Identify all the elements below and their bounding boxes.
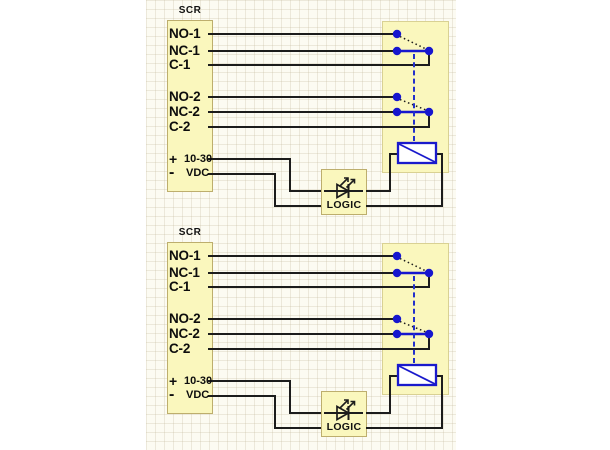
relay-module-1: SCR	[167, 5, 449, 215]
terminal-label-nc2: NC-2	[169, 326, 200, 341]
terminal-label-c1: C-1	[169, 57, 191, 72]
logic-box-label: LOGIC	[326, 199, 362, 211]
relay-contact-box	[382, 243, 449, 395]
terminal-label-c1: C-1	[169, 279, 191, 294]
relay-module-2: SCR	[0, 222, 610, 450]
wiring-layer	[208, 29, 443, 207]
wire-minus-supply	[208, 395, 321, 429]
wire-plus-supply	[208, 158, 321, 192]
terminal-label-no2: NO-2	[169, 311, 201, 326]
wiring-layer	[208, 251, 443, 429]
supply-voltage-label: 10-30	[184, 153, 213, 165]
supply-unit-label: VDC	[186, 167, 210, 179]
logic-box-label: LOGIC	[326, 421, 362, 433]
terminal-label-no1: NO-1	[169, 26, 201, 41]
terminal-label-nc2: NC-2	[169, 104, 200, 119]
terminal-label-nc1: NC-1	[169, 43, 200, 58]
minus-terminal-sign: -	[169, 164, 175, 181]
plus-terminal-sign: +	[169, 373, 178, 389]
scr-module-title: SCR	[178, 227, 202, 238]
scr-module-title: SCR	[178, 5, 202, 16]
terminal-label-nc1: NC-1	[169, 265, 200, 280]
wire-minus-supply	[208, 173, 321, 207]
terminal-label-no1: NO-1	[169, 248, 201, 263]
minus-terminal-sign: -	[169, 386, 175, 403]
plus-terminal-sign: +	[169, 151, 178, 167]
scr-terminal-box	[167, 20, 213, 192]
supply-unit-label: VDC	[186, 389, 210, 401]
terminal-label-no2: NO-2	[169, 89, 201, 104]
supply-voltage-label: 10-30	[184, 375, 213, 387]
terminal-label-c2: C-2	[169, 341, 191, 356]
scr-terminal-box	[167, 242, 213, 414]
terminal-label-c2: C-2	[169, 119, 191, 134]
relay-contact-box	[382, 21, 449, 173]
wire-plus-supply	[208, 380, 321, 414]
